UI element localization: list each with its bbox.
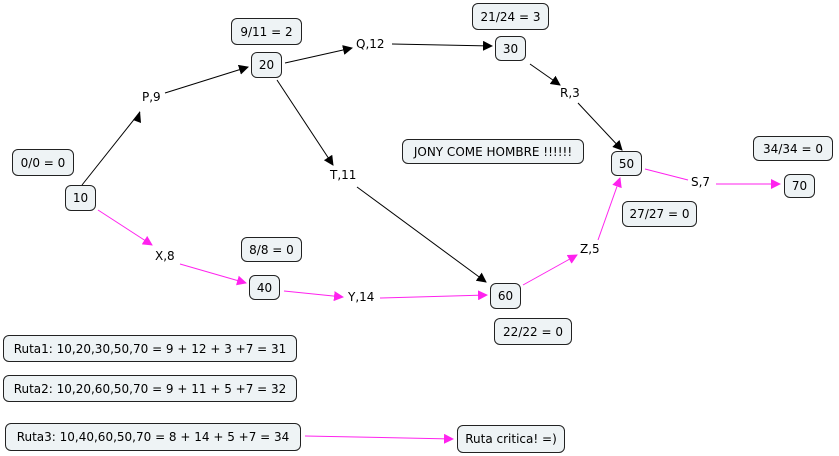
activity-q[interactable]: Q,12 [356,37,385,51]
node-70[interactable]: 70 [784,174,815,198]
edge-40-y [283,290,344,302]
activity-s[interactable]: S,7 [691,175,711,189]
edge-y-60 [379,290,488,301]
activity-p[interactable]: P,9 [142,90,161,104]
node-40[interactable]: 40 [249,275,280,300]
edge-p-20 [164,64,249,94]
edge-20-t [276,79,334,166]
edge-30-r [529,63,561,86]
node-10[interactable]: 10 [65,185,96,211]
edge-20-q [284,45,353,64]
edge-10-p [81,111,141,186]
slack-60[interactable]: 22/22 = 0 [494,318,572,345]
edge-r-50 [577,102,623,151]
route-3[interactable]: Ruta3: 10,40,60,50,70 = 8 + 14 + 5 +7 = … [5,423,301,451]
edge-q-30 [391,40,493,51]
activity-t[interactable]: T,11 [330,168,357,182]
edge-ruta3-critica [304,433,454,444]
node-50[interactable]: 50 [611,151,642,176]
node-60[interactable]: 60 [490,283,521,309]
edge-10-x [97,209,153,246]
activity-x[interactable]: X,8 [155,249,175,263]
slack-40[interactable]: 8/8 = 0 [241,237,302,262]
route-1[interactable]: Ruta1: 10,20,30,50,70 = 9 + 12 + 3 +7 = … [3,335,297,362]
activity-r[interactable]: R,3 [560,86,580,100]
edge-60-z [522,254,578,286]
slack-30[interactable]: 21/24 = 3 [472,3,549,30]
note-box[interactable]: JONY COME HOMBRE !!!!!! [402,139,584,164]
critical-route-label[interactable]: Ruta critica! =) [457,425,565,453]
slack-10[interactable]: 0/0 = 0 [12,149,74,176]
edge-z-50 [597,177,622,241]
node-30[interactable]: 30 [495,36,526,61]
activity-z[interactable]: Z,5 [580,242,600,256]
edge-t-60 [356,186,487,283]
edge-x-40 [179,263,247,286]
slack-70[interactable]: 34/34 = 0 [753,136,833,161]
node-20[interactable]: 20 [251,52,282,78]
route-2[interactable]: Ruta2: 10,20,60,50,70 = 9 + 11 + 5 +7 = … [3,375,297,402]
edge-50-s [644,168,689,181]
slack-50[interactable]: 27/27 = 0 [622,201,697,227]
slack-20[interactable]: 9/11 = 2 [231,18,302,45]
activity-y[interactable]: Y,14 [348,290,375,304]
